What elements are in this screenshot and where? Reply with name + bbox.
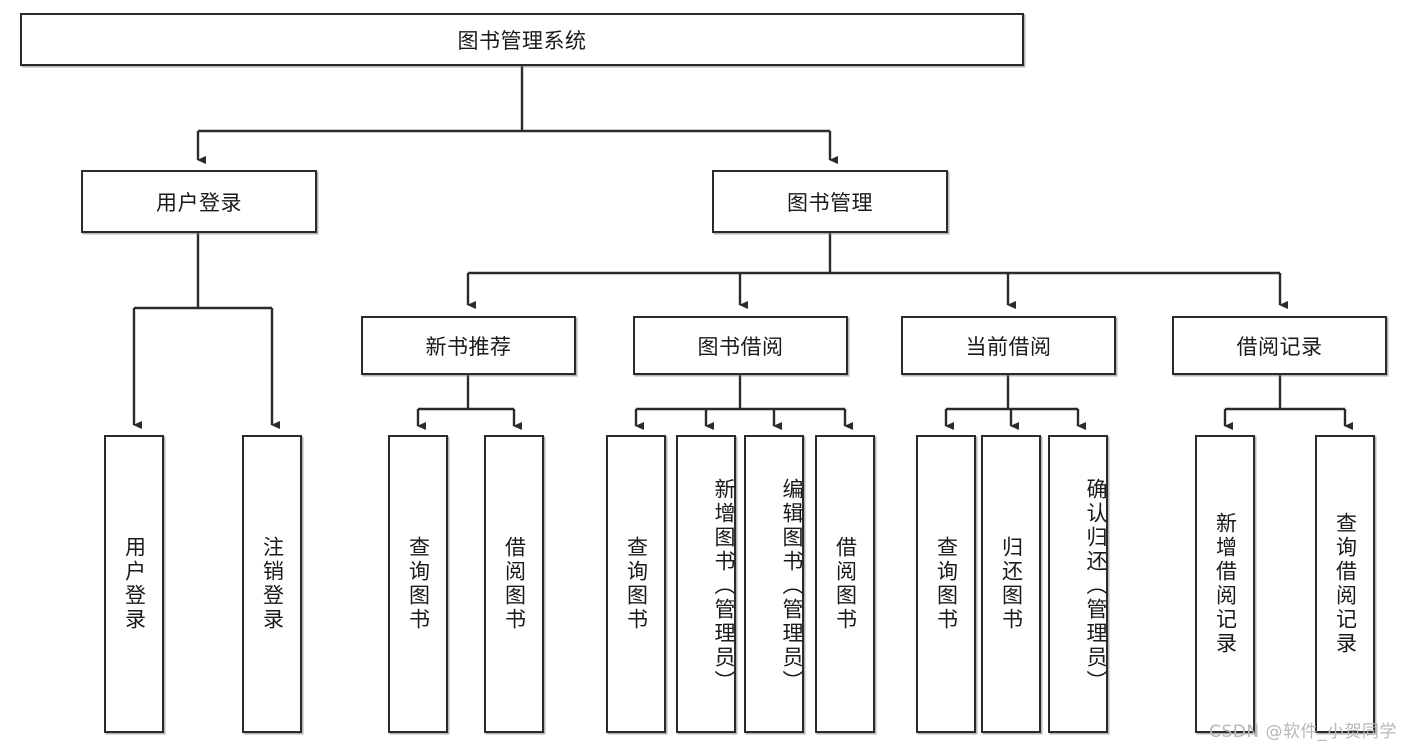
leaf-borrow-book-2[interactable]: 借阅图书	[815, 435, 875, 733]
leaf-confirm-return[interactable]: 确认归还（管理员）	[1048, 435, 1108, 733]
leaf-query-book-2[interactable]: 查询图书	[606, 435, 666, 733]
node-current-borrow[interactable]: 当前借阅	[901, 316, 1116, 375]
leaf-query-record[interactable]: 查询借阅记录	[1315, 435, 1375, 733]
leaf-query-book-1[interactable]: 查询图书	[388, 435, 448, 733]
leaf-query-book-2-label: 查询图书	[624, 536, 649, 632]
node-root-label: 图书管理系统	[457, 28, 587, 53]
leaf-add-record[interactable]: 新增借阅记录	[1195, 435, 1255, 733]
leaf-query-book-1-label: 查询图书	[406, 536, 431, 632]
leaf-add-book-label: 新增图书（管理员）	[712, 478, 736, 694]
leaf-borrow-book-1-label: 借阅图书	[502, 536, 527, 632]
node-borrow-record[interactable]: 借阅记录	[1172, 316, 1387, 375]
leaf-query-book-3[interactable]: 查询图书	[916, 435, 976, 733]
watermark-text: CSDN @软件_小贺同学	[1209, 722, 1397, 742]
node-root[interactable]: 图书管理系统	[20, 13, 1024, 66]
leaf-logout[interactable]: 注销登录	[242, 435, 302, 733]
leaf-logout-label: 注销登录	[260, 536, 285, 632]
node-book-borrow[interactable]: 图书借阅	[633, 316, 848, 375]
leaf-confirm-return-label: 确认归还（管理员）	[1084, 478, 1108, 694]
node-book-borrow-label: 图书借阅	[697, 334, 784, 359]
node-book-manage[interactable]: 图书管理	[712, 170, 948, 233]
leaf-return-book[interactable]: 归还图书	[981, 435, 1041, 733]
node-new-book-rec-label: 新书推荐	[425, 334, 512, 359]
node-borrow-record-label: 借阅记录	[1236, 334, 1323, 359]
leaf-query-book-3-label: 查询图书	[934, 536, 959, 632]
leaf-add-book[interactable]: 新增图书（管理员）	[676, 435, 736, 733]
leaf-user-login-label: 用户登录	[122, 536, 147, 632]
node-user-login-label: 用户登录	[156, 190, 242, 215]
leaf-query-record-label: 查询借阅记录	[1333, 512, 1358, 656]
leaf-borrow-book-1[interactable]: 借阅图书	[484, 435, 544, 733]
leaf-add-record-label: 新增借阅记录	[1213, 512, 1238, 656]
leaf-borrow-book-2-label: 借阅图书	[833, 536, 858, 632]
node-book-manage-label: 图书管理	[787, 190, 873, 215]
leaf-edit-book[interactable]: 编辑图书（管理员）	[744, 435, 804, 733]
node-current-borrow-label: 当前借阅	[965, 334, 1052, 359]
node-new-book-rec[interactable]: 新书推荐	[361, 316, 576, 375]
leaf-edit-book-label: 编辑图书（管理员）	[780, 478, 804, 694]
leaf-user-login[interactable]: 用户登录	[104, 435, 164, 733]
node-user-login[interactable]: 用户登录	[81, 170, 317, 233]
leaf-return-book-label: 归还图书	[999, 536, 1024, 632]
